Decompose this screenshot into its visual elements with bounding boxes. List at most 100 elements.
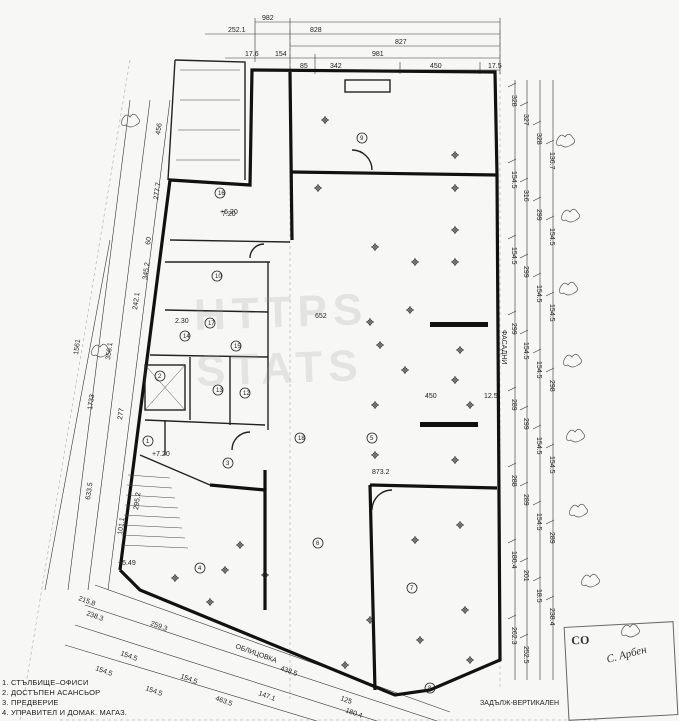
room-marker [356,132,368,144]
right-dim-label: 154.5 [535,513,542,531]
right-dim-tick [545,595,555,601]
left-dim-label: 1733 [87,394,96,411]
right-dim-tick [507,310,517,316]
lamp-icon [171,574,179,582]
room-number: 14 [183,334,190,340]
right-dim-tick [532,576,542,582]
architect-stamp: CO С. Арбен [563,621,679,721]
lamp-icon [321,116,329,124]
room-marker [142,435,154,447]
room-marker [204,317,216,329]
right-dim-label: 154.5 [548,304,555,322]
lamp-icon [371,451,379,459]
tree-icon [91,343,110,358]
watermark-line-1: HTTPS [193,284,370,341]
lamp-icon [466,656,474,664]
right-dim-label: 154.5 [510,171,517,189]
right-dim-tick [507,82,517,88]
top-dimension-lines [205,18,501,74]
bottom-dim-label: 238.3 [85,610,104,623]
room-number: 7 [410,586,414,592]
terrace-hatch [176,69,240,161]
bottom-dim-label: 438.5 [279,665,298,678]
top-dim-label: 827 [395,39,407,46]
right-dim-label: 154.5 [522,342,529,360]
room-number: 18 [298,436,305,442]
room-marker [214,187,226,199]
room-number: 13 [216,388,223,394]
bottom-dim-label: 125 [339,695,352,706]
room-marker [239,387,251,399]
right-dim-tick [545,443,555,449]
room-marker [406,582,418,594]
right-dim-label: 154.5 [535,361,542,379]
room-number: 3 [226,461,230,467]
room-marker [194,562,206,574]
right-dim-label: 180.4 [510,551,517,569]
top-dim-label: 252.1 [228,27,246,34]
left-dim-label: 633.5 [85,482,94,500]
room-legend: 1. СТЪЛБИЩЕ–ОФИСИ 2. ДОСТЪПЕН АСАНСЬОР 3… [2,678,242,718]
right-dim-label: 289 [548,532,555,544]
top-dim-label: 828 [310,27,322,34]
bottom-dim-label: 154.5 [119,650,138,663]
right-dim-tick [532,120,542,126]
mid-dim-label: +5.49 [118,560,136,567]
room-number: 4 [198,566,202,572]
room-marker [222,457,234,469]
right-dim-tick [519,481,529,487]
lamp-icon [406,306,414,314]
lamp-icon [261,571,269,579]
room-marker [424,682,436,694]
right-dim-tick [507,158,517,164]
right-dim-tick [545,367,555,373]
left-dim-label: 456 [155,123,164,136]
tree-icon [563,353,582,368]
legend-item: 1. СТЪЛБИЩЕ–ОФИСИ [2,678,89,687]
ceiling-lamps [171,116,474,669]
tree-icon [559,281,578,296]
room-number: 1 [146,439,150,445]
room-number: 8 [428,686,432,692]
lamp-icon [456,521,464,529]
tree-icon [561,208,580,223]
left-dim-label: 1561 [73,339,82,356]
top-dim-label: 982 [262,15,274,22]
left-dim-label: 277 [117,408,126,421]
room-marker [312,537,324,549]
mid-dim-label: 7.20 [222,211,236,218]
lamp-icon [401,366,409,374]
stair-treads [120,474,189,549]
right-dim-label: 289 [510,399,517,411]
lamp-icon [416,636,424,644]
left-dimension-lines [44,99,171,591]
right-dim-label: 154.5 [535,437,542,455]
right-dimension-lines [507,80,555,680]
legend-item: 4. УПРАВИТЕЛ И ДОМАК. МАГАЗ. [2,708,128,717]
lamp-icon [366,616,374,624]
stamp-line-1: CO [570,632,590,648]
right-dim-tick [545,291,555,297]
right-dim-label: 154.5 [510,247,517,265]
room-number: 12 [243,391,250,397]
right-dim-tick [532,424,542,430]
top-dim-label: 17.6 [245,51,259,58]
right-dim-label: 299 [522,266,529,278]
room-number: 16 [218,191,225,197]
room-marker [212,384,224,396]
bottom-dimension-lines [64,584,451,721]
right-dim-tick [519,329,529,335]
right-dim-tick [507,386,517,392]
top-dim-label: 154 [275,51,287,58]
legend-item: 2. ДОСТЪПЕН АСАНСЬОР [2,688,101,697]
mid-dim-label: 450 [425,393,437,400]
right-dim-tick [507,462,517,468]
annotation-vertical: ЗАДЪЛЖ-ВЕРТИКАЛЕН [480,700,559,707]
lamp-icon [341,661,349,669]
room-number: 6 [316,541,320,547]
right-dim-tick [532,348,542,354]
right-dim-tick [545,519,555,525]
bottom-dim-label: 259.3 [149,620,168,633]
